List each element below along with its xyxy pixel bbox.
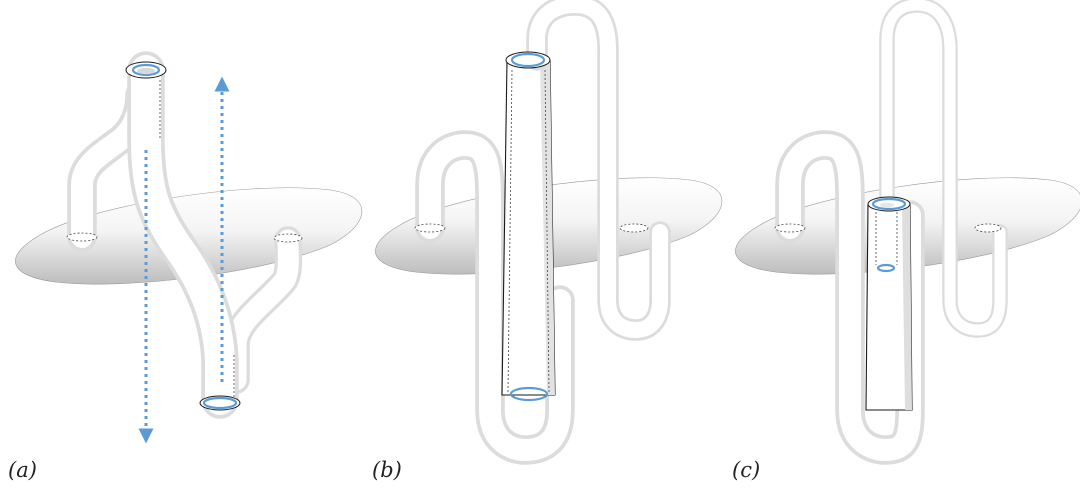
- tube-c-short-cylinder: [865, 204, 913, 411]
- tube-a-main: [127, 51, 239, 419]
- panel-label-c: (c): [732, 458, 761, 482]
- tube-c-left-hook: [774, 130, 925, 465]
- panel-label-a: (a): [8, 458, 37, 482]
- blue-ring-c-top: [867, 196, 911, 212]
- panel-label-b: (b): [372, 458, 402, 482]
- blue-ring-b-top: [505, 51, 551, 69]
- panel-a: [15, 51, 363, 444]
- blue-ring-a-bottom: [199, 395, 241, 411]
- blue-ring-c-inner: [876, 263, 896, 273]
- tube-c-right-loop: [879, 0, 1008, 338]
- tube-b-right-loop: [526, 0, 671, 341]
- tube-b-cylinder: [501, 59, 556, 396]
- tube-b-left-hook: [414, 130, 575, 465]
- panel-b: [375, 0, 723, 465]
- blue-ring-b-bottom: [509, 386, 549, 402]
- blue-ring-a-top: [125, 61, 167, 79]
- tube-a-right-branch: [222, 226, 303, 394]
- panel-c: [735, 0, 1080, 465]
